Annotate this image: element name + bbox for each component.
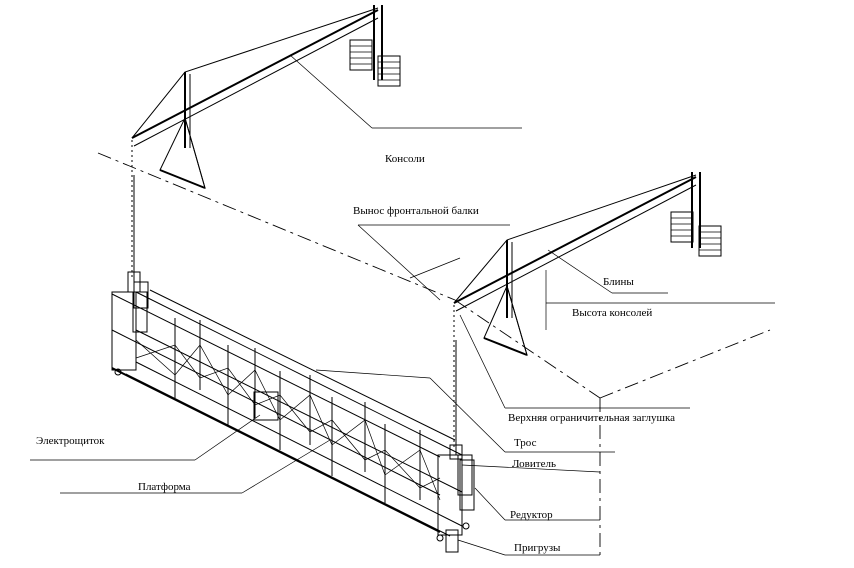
label-top-limit-stop: Верхняя ограничительная заглушка	[508, 412, 675, 424]
right-console	[453, 172, 722, 455]
label-catcher: Ловитель	[512, 458, 556, 470]
label-rope: Трос	[514, 437, 537, 449]
label-control-box: Электрощиток	[36, 435, 105, 447]
label-counterweights: Блины	[603, 276, 634, 288]
label-front-beam-overhang: Вынос фронтальной балки	[353, 205, 479, 217]
label-platform: Платформа	[138, 481, 191, 493]
label-gearbox: Редуктор	[510, 509, 553, 521]
roof-edge-lines	[97, 152, 771, 555]
leader-lines	[30, 54, 775, 556]
label-ballast: Пригрузы	[514, 542, 561, 554]
labels: Консоли Вынос фронтальной балки Блины Вы…	[36, 153, 675, 554]
left-console	[131, 5, 401, 290]
label-consoles: Консоли	[385, 153, 425, 165]
platform-cradle	[111, 271, 475, 553]
label-console-height: Высота консолей	[572, 307, 652, 319]
